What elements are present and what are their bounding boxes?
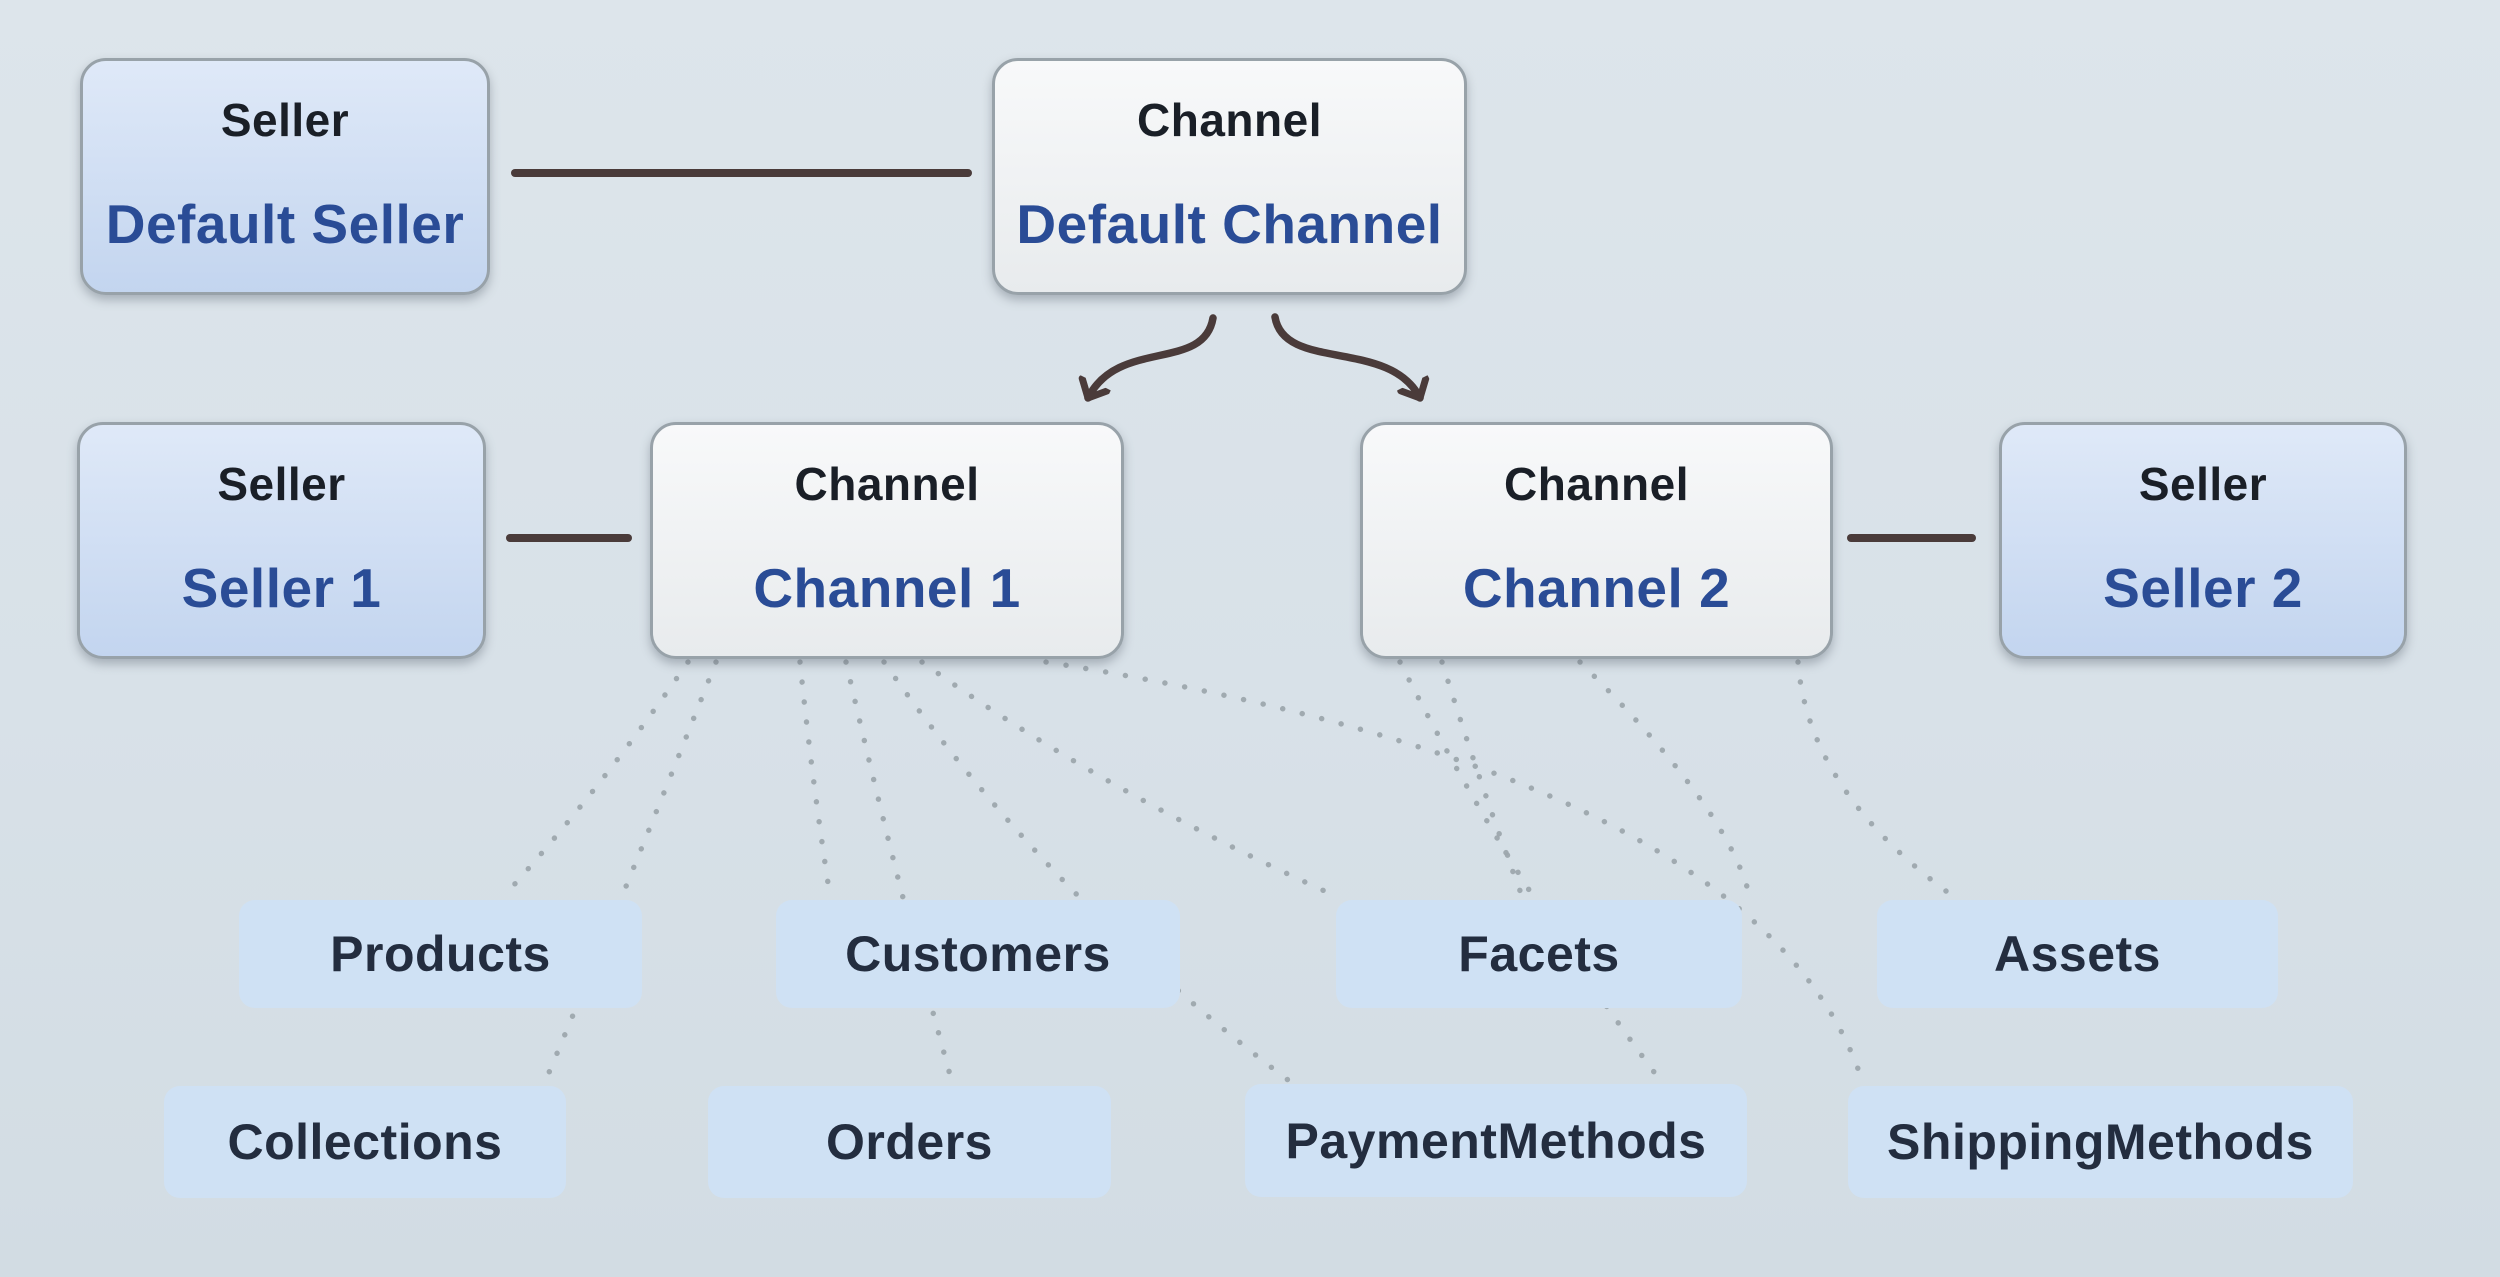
arrow-default-channel-to-channel2 xyxy=(1271,313,1420,402)
node-name-label: Default Channel xyxy=(1016,193,1443,255)
node-name-label: Seller 2 xyxy=(2103,557,2303,619)
dotted-channel1-collections xyxy=(542,659,719,1085)
entity-label: Collections xyxy=(227,1114,503,1170)
entity-collections: Collections xyxy=(164,1086,566,1198)
node-type-label: Channel xyxy=(1137,94,1322,146)
dotted-channel1-products xyxy=(501,659,691,899)
entity-products: Products xyxy=(239,900,642,1008)
node-name-label: Channel 2 xyxy=(1462,557,1731,619)
entity-label: PaymentMethods xyxy=(1285,1112,1707,1169)
entity-label: Orders xyxy=(826,1114,993,1170)
dotted-channel2-facets-right xyxy=(1577,659,1753,901)
node-type-label: Seller xyxy=(2138,458,2268,510)
dotted-channel1-paymentmethods xyxy=(881,659,1291,1083)
dotted-channel2-paymentmethods xyxy=(1397,659,1663,1083)
node-type-label: Seller xyxy=(220,94,350,146)
entity-customers: Customers xyxy=(776,900,1180,1008)
dotted-channel1-facets xyxy=(919,659,1343,901)
dotted-channel1-orders xyxy=(843,659,955,1085)
entity-facets: Facets xyxy=(1336,900,1742,1008)
node-channel-2: Channel Channel 2 xyxy=(1360,422,1833,659)
entity-assets: Assets xyxy=(1877,900,2278,1008)
dotted-channel1-customers xyxy=(797,659,833,899)
dotted-channel2-facets-center xyxy=(1439,659,1525,899)
entity-label: ShippingMethods xyxy=(1887,1114,2314,1170)
node-name-label: Channel 1 xyxy=(753,557,1021,619)
node-default-seller: Seller Default Seller xyxy=(80,58,490,295)
entity-orders: Orders xyxy=(708,1086,1111,1198)
node-seller-2: Seller Seller 2 xyxy=(1999,422,2407,659)
arrow-default-channel-to-channel1 xyxy=(1088,314,1217,402)
node-seller-1: Seller Seller 1 xyxy=(77,422,486,659)
node-name-label: Seller 1 xyxy=(181,557,382,619)
node-default-channel: Channel Default Channel xyxy=(992,58,1467,295)
dotted-channel1-shippingmethods xyxy=(1043,659,1865,1083)
entity-label: Customers xyxy=(845,926,1111,982)
node-name-label: Default Seller xyxy=(105,193,465,255)
entity-label: Assets xyxy=(1994,926,2161,982)
entity-label: Products xyxy=(330,926,551,982)
node-type-label: Channel xyxy=(1504,458,1689,510)
node-type-label: Channel xyxy=(794,458,980,510)
entity-paymentmethods: PaymentMethods xyxy=(1245,1084,1747,1197)
entity-label: Facets xyxy=(1458,926,1620,982)
node-type-label: Seller xyxy=(217,458,346,510)
node-channel-1: Channel Channel 1 xyxy=(650,422,1124,659)
entity-shippingmethods: ShippingMethods xyxy=(1848,1086,2353,1198)
dotted-channel2-assets xyxy=(1795,659,1953,897)
